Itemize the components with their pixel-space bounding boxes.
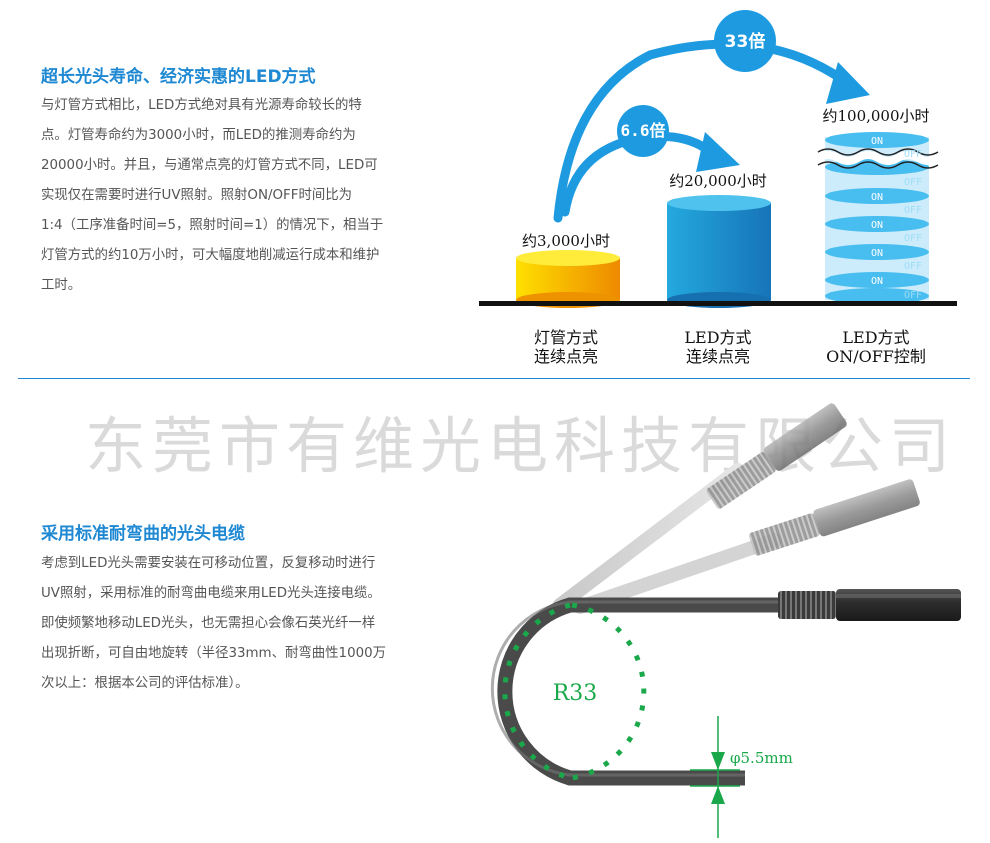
off-label: OFF: [904, 177, 922, 188]
on-label: ON: [871, 248, 883, 259]
radius-label: R33: [553, 681, 598, 706]
off-label: OFF: [904, 205, 922, 216]
section2-line: 次以上：根据本公司的评估标准）。: [41, 676, 249, 691]
badge-large-label: 33倍: [725, 31, 766, 52]
section2-title: 采用标准耐弯曲的光头电缆: [41, 524, 245, 544]
badge-6-6x: [617, 105, 669, 157]
bent-cable: [497, 597, 790, 786]
section1-line: 1:4（工序准备时间=5，照射时间=1）的情况下，相当于: [41, 218, 384, 233]
off-label: OFF: [904, 290, 922, 301]
section1-line: 20000小时。并且，与通常点亮的灯管方式不同，LED可: [41, 158, 378, 173]
diameter-marker: [690, 716, 740, 838]
bar-led-continuous: [667, 195, 771, 308]
off-label: OFF: [904, 233, 922, 244]
section1-line: 灯管方式的约10万小时，可大幅度地削减运行成本和维护: [41, 248, 380, 263]
badge-33x: [714, 10, 776, 72]
section1-line: 工时。: [41, 278, 82, 293]
on-label: ON: [871, 220, 883, 231]
section2-line: UV照射，采用标准的耐弯曲电缆来用LED光头连接电缆。: [41, 586, 381, 601]
off-label: OFF: [904, 261, 922, 272]
bar1-value-label: 约3,000小时: [522, 232, 610, 250]
section-divider: [18, 378, 970, 379]
radius-circle-dots: [571, 602, 647, 781]
section2-line: 考虑到LED光头需要安装在可移动位置，反复移动时进行: [41, 556, 376, 571]
bar1-category-line2: 连续点亮: [534, 347, 598, 366]
large-arrow-head: [826, 62, 870, 104]
led-head-ghost-lower: [749, 479, 920, 556]
bar2-category-line1: LED方式: [684, 328, 751, 347]
chart-baseline: [479, 301, 957, 306]
bar3-category-line2: ON/OFF控制: [826, 347, 926, 366]
section1-line: 与灯管方式相比，LED方式绝对具有光源寿命较长的特: [41, 98, 362, 113]
led-head-main: [778, 589, 961, 621]
section1-paragraph: 与灯管方式相比，LED方式绝对具有光源寿命较长的特 点。灯管寿命约为3000小时…: [41, 91, 446, 301]
bar2-category-line2: 连续点亮: [686, 347, 750, 366]
bar1-category-line1: 灯管方式: [534, 328, 598, 347]
small-arrow-head: [696, 132, 740, 172]
on-label: ON: [871, 276, 883, 287]
on-label: ON: [871, 136, 883, 147]
bar-lamp-continuous: [516, 250, 620, 308]
diameter-label: φ5.5mm: [730, 749, 793, 767]
badge-small-label: 6.6倍: [621, 121, 666, 140]
section2-line: 出现折断，可自由地旋转（半径33mm、耐弯曲性1000万: [41, 646, 387, 661]
off-label: OFF: [904, 149, 922, 160]
bar3-category-line1: LED方式: [842, 328, 909, 347]
on-label: ON: [871, 192, 883, 203]
led-head-ghost-upper: [706, 403, 847, 509]
section1-title: 超长光头寿命、经济实惠的LED方式: [41, 67, 316, 87]
large-growth-arrow: [553, 39, 845, 223]
section1-line: 实现仅在需要时进行UV照射。照射ON/OFF时间比为: [41, 188, 353, 203]
section1-line: 点。灯管寿命约为3000小时，而LED的推测寿命约为: [41, 128, 356, 143]
bar3-value-label: 约100,000小时: [822, 107, 929, 125]
section2-line: 即使频繁地移动LED光头，也无需担心会像石英光纤一样: [41, 616, 376, 631]
bar-led-onoff: [815, 132, 941, 304]
section2-paragraph: 考虑到LED光头需要安装在可移动位置，反复移动时进行 UV照射，采用标准的耐弯曲…: [41, 549, 446, 699]
bar2-value-label: 约20,000小时: [669, 172, 767, 190]
cable-ghost-lower: [573, 533, 782, 614]
